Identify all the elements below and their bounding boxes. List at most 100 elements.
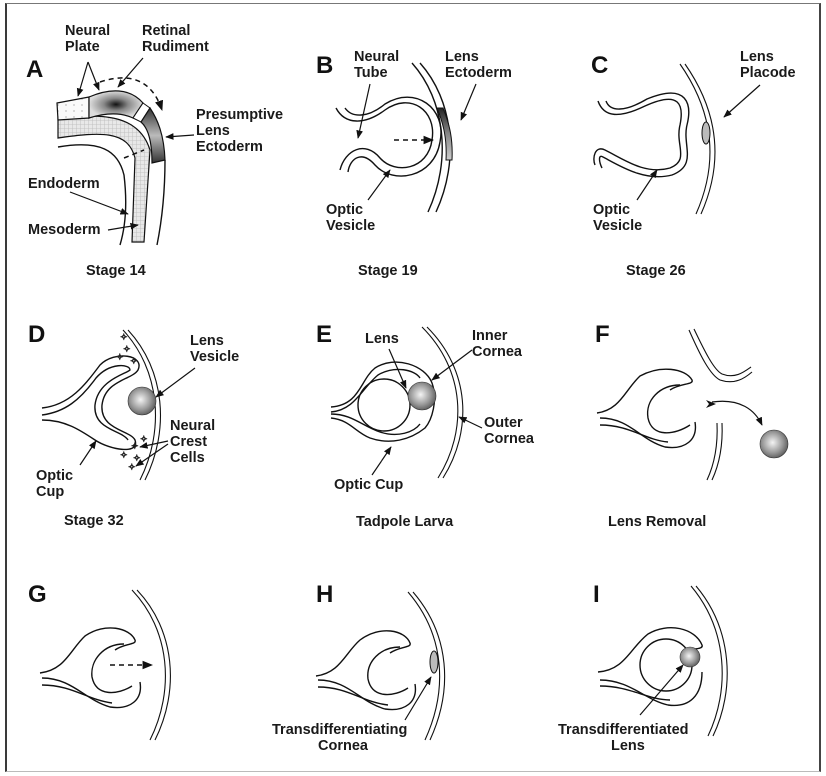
arrow	[371, 446, 392, 476]
removal-arrow	[711, 400, 763, 426]
label-transdiff-cornea-1: Transdifferentiating	[272, 722, 407, 738]
ectoderm-inner	[684, 63, 716, 215]
optic-cup-chamber	[646, 384, 691, 434]
optic-cup-inner-line	[317, 686, 389, 706]
label-transdiff-lens-1: Transdifferentiated	[558, 722, 689, 738]
arrow	[135, 443, 169, 467]
label-presumptive-2: Lens	[196, 123, 230, 139]
optic-vesicle-inner	[598, 92, 690, 178]
panel-d: D ✧ ✧ ✧ ✧ ✧ ✧ ✧ ✧ ✧ Lens Vesicle Neural …	[28, 321, 239, 529]
label-optic-cup-1: Optic	[36, 468, 73, 484]
transdifferentiating-cornea-region	[429, 650, 439, 674]
optic-cup-chamber	[367, 646, 409, 696]
arrow	[356, 83, 371, 139]
panel-b: B Neural Tube Lens Ectoderm Optic Vesicl…	[316, 49, 512, 279]
label-outer-cornea-2: Cornea	[484, 431, 535, 447]
label-optic-vesicle-2: Vesicle	[326, 218, 375, 234]
removed-lens-sphere	[759, 429, 789, 459]
label-inner-cornea-2: Cornea	[472, 344, 523, 360]
arrow	[723, 84, 761, 118]
optic-cup-chamber	[91, 643, 133, 694]
arrow	[460, 83, 477, 121]
presumptive-lens-ectoderm-region	[140, 106, 166, 164]
svg-text:✧: ✧	[120, 332, 128, 342]
optic-cup-top	[315, 630, 411, 677]
ectoderm-line	[156, 159, 166, 246]
arrow	[367, 169, 391, 201]
svg-text:✧: ✧	[133, 453, 141, 463]
ectoderm-inner	[127, 329, 162, 481]
arrow	[458, 416, 483, 429]
panel-h: H Transdifferentiating Cornea	[272, 581, 446, 754]
label-lens-placode-2: Placode	[740, 65, 796, 81]
label-neural-plate-2: Plate	[65, 39, 100, 55]
label-neural-plate-1: Neural	[65, 23, 110, 39]
cut-cornea-bottom-1	[706, 422, 718, 481]
cornea-line-1	[407, 591, 441, 741]
stage-label: Stage 32	[64, 513, 124, 529]
optic-cup-inner	[41, 364, 131, 441]
cornea-line-2	[136, 589, 171, 741]
optic-cup-bottom	[599, 417, 697, 449]
label-neural-crest-2: Crest	[170, 434, 207, 450]
optic-cup-top	[596, 368, 693, 414]
cornea-line-2	[695, 585, 728, 737]
label-neural-tube-2: Tube	[354, 65, 388, 81]
panel-e: E Lens Inner Cornea Outer Cornea Optic C…	[316, 321, 535, 530]
label-optic-vesicle-1: Optic	[326, 202, 363, 218]
svg-text:✧: ✧	[128, 462, 136, 472]
label-optic-vesicle-2: Vesicle	[593, 218, 642, 234]
label-lens-vesicle-2: Vesicle	[190, 349, 239, 365]
figure-frame	[5, 3, 821, 772]
cut-cornea-bottom-2	[711, 422, 723, 481]
label-neural-crest-3: Cells	[170, 450, 205, 466]
label-lens-ectoderm-2: Ectoderm	[445, 65, 512, 81]
migration-dashed-arrow	[99, 77, 163, 111]
arrow	[636, 169, 658, 201]
panel-a: A Neural Plate Retinal Rudiment Presumpt…	[26, 23, 283, 279]
optic-cup-bottom	[599, 671, 703, 707]
panel-letter: G	[28, 581, 47, 608]
label-presumptive-1: Presumptive	[196, 107, 283, 123]
stage-label: Stage 14	[86, 263, 146, 279]
arrow	[404, 676, 432, 721]
panel-letter: F	[595, 321, 610, 348]
label-neural-crest-1: Neural	[170, 418, 215, 434]
label-lens-vesicle-1: Lens	[190, 333, 224, 349]
lens-placode-region	[701, 121, 711, 145]
ectoderm-outer	[411, 62, 443, 213]
induction-dashed-arrow	[123, 149, 145, 159]
arrow	[155, 367, 196, 398]
optic-cup-inner-line	[599, 424, 669, 443]
label-outer-cornea-1: Outer	[484, 415, 523, 431]
panel-letter: I	[593, 581, 600, 608]
arrow	[76, 61, 89, 97]
svg-text:✧: ✧	[131, 441, 139, 451]
label-lens: Lens	[365, 331, 399, 347]
optic-cup-chamber	[357, 378, 411, 432]
svg-text:✧: ✧	[130, 356, 138, 366]
label-optic-cup: Optic Cup	[334, 477, 403, 493]
removal-notch	[706, 400, 716, 408]
panel-c: C Lens Placode Optic Vesicle Stage 26	[591, 49, 796, 279]
svg-text:✧: ✧	[140, 434, 148, 444]
optic-vesicle-inner	[344, 96, 442, 177]
arrow	[107, 222, 139, 231]
stage-label: Lens Removal	[608, 514, 706, 530]
panel-letter: B	[316, 52, 333, 79]
svg-text:✧: ✧	[120, 450, 128, 460]
panel-letter: D	[28, 321, 45, 348]
optic-cup-inner-line	[599, 685, 671, 701]
arrow	[139, 440, 169, 449]
arrow	[117, 57, 144, 88]
label-endoderm: Endoderm	[28, 176, 100, 192]
neural-crest-cells: ✧ ✧ ✧ ✧ ✧ ✧ ✧ ✧ ✧	[116, 332, 149, 473]
panel-i: I Transdifferentiated Lens	[558, 581, 728, 754]
lens-vesicle-sphere	[127, 386, 157, 416]
optic-cup-bottom	[41, 677, 142, 709]
arrow	[165, 133, 195, 140]
label-transdiff-lens-2: Lens	[611, 738, 645, 754]
label-retinal-rudiment-2: Rudiment	[142, 39, 209, 55]
lens-ectoderm-region	[436, 107, 453, 161]
panel-letter: E	[316, 321, 332, 348]
